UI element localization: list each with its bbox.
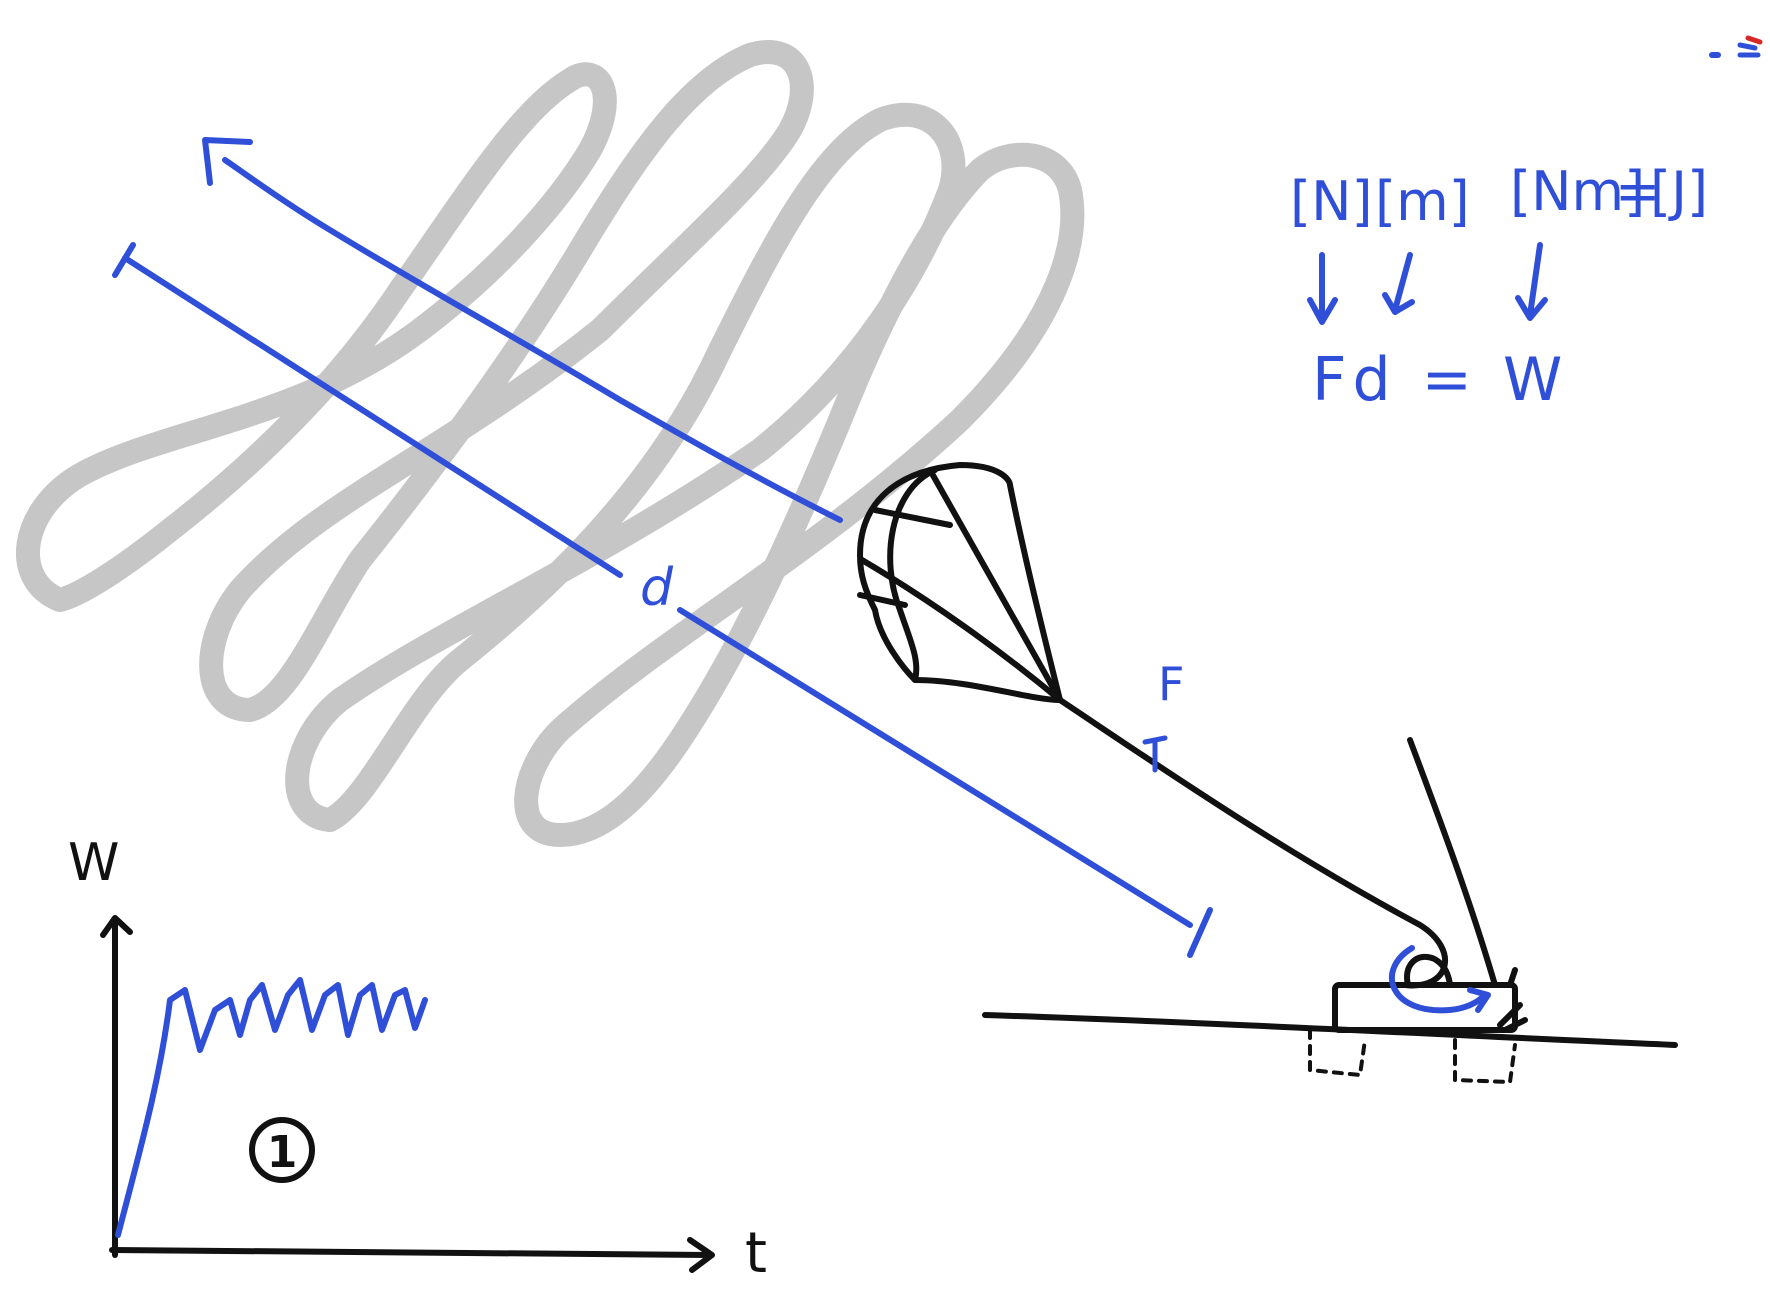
wind-loop-1 bbox=[16, 62, 617, 612]
wind-arrow bbox=[202, 137, 843, 523]
graph-y-arrow bbox=[100, 915, 133, 938]
buggy-wheels bbox=[1308, 1028, 1517, 1085]
step-number-circle bbox=[249, 1117, 315, 1183]
ground-line bbox=[982, 1012, 1678, 1048]
kite bbox=[857, 462, 1063, 703]
buggy-mast bbox=[1407, 737, 1498, 988]
units-notes: [N] [m] [Nm] = [J] bbox=[1290, 160, 1708, 233]
rotation-arrow-curve bbox=[1388, 945, 1488, 1014]
corner-mark-red bbox=[1745, 35, 1763, 45]
kite-inner-arc bbox=[887, 467, 938, 683]
kite-rib-2 bbox=[859, 557, 1063, 703]
arrow-joule-down bbox=[1515, 242, 1548, 321]
units-arrows bbox=[1307, 242, 1548, 325]
wind-arrow-head bbox=[202, 137, 253, 186]
distance-tick-end bbox=[1187, 907, 1213, 958]
work-time-graph bbox=[100, 915, 715, 1273]
wind-loop-4 bbox=[514, 142, 1085, 847]
distance-label: d bbox=[640, 558, 674, 618]
unit-newton: [N] bbox=[1290, 170, 1373, 233]
distance-tick-start bbox=[112, 242, 136, 278]
corner-mark-blue-2 bbox=[1737, 42, 1761, 58]
kite-cross-line-1 bbox=[872, 507, 953, 528]
force-label: F bbox=[1158, 657, 1184, 711]
buggy bbox=[1332, 737, 1528, 1033]
graph-y-label: W bbox=[68, 833, 119, 893]
corner-mark bbox=[1709, 35, 1763, 58]
wind-loop-3 bbox=[285, 102, 966, 832]
rotation-arrow bbox=[1388, 945, 1491, 1014]
arrow-newton-down bbox=[1307, 252, 1338, 325]
wind-arrow-shaft bbox=[222, 157, 843, 523]
force-tick bbox=[1142, 735, 1168, 773]
distance-line-lower bbox=[677, 607, 1193, 928]
kite-rib-1 bbox=[927, 467, 1063, 703]
graph-work-curve bbox=[115, 977, 428, 1238]
unit-meter: [m] bbox=[1375, 170, 1470, 233]
buggy-wheel-right bbox=[1453, 1038, 1517, 1085]
kite-line bbox=[1057, 697, 1449, 989]
arrow-meter-down bbox=[1382, 252, 1415, 315]
unit-newton-meter: [Nm] bbox=[1510, 160, 1645, 223]
unit-joule: [J] bbox=[1650, 160, 1708, 223]
wind-loops bbox=[16, 40, 1085, 847]
rotation-arrow-head bbox=[1467, 987, 1491, 1013]
distance-line-upper bbox=[122, 255, 623, 578]
graph-x-label: t bbox=[745, 1221, 767, 1286]
buggy-wheel-left bbox=[1308, 1028, 1367, 1078]
units-equals: = bbox=[1615, 160, 1660, 223]
graph-x-arrow bbox=[687, 1237, 715, 1273]
buggy-rear-tip bbox=[1497, 967, 1528, 1033]
wind-loop-2 bbox=[199, 40, 814, 722]
kite-cross-line-2 bbox=[857, 592, 908, 608]
step-number: 1 bbox=[267, 1127, 298, 1178]
buggy-seat bbox=[1404, 953, 1453, 988]
work-equation: Fd = W bbox=[1312, 345, 1568, 415]
kite-outline bbox=[857, 462, 1063, 703]
graph-x-axis bbox=[109, 1247, 713, 1258]
distance-line bbox=[112, 242, 1213, 958]
